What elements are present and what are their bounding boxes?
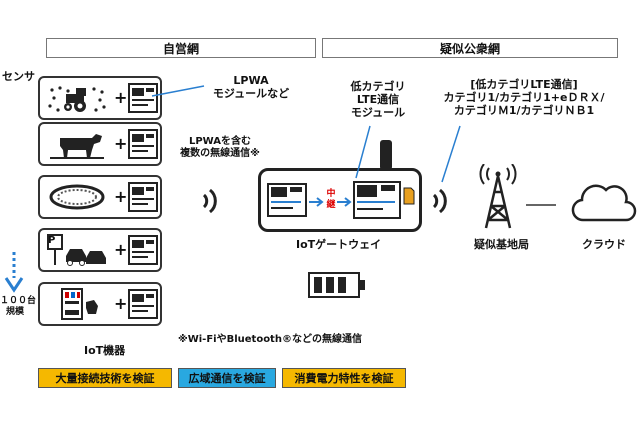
- device-box-cow: +: [38, 122, 162, 166]
- badge-wide-area-label: 広域通信を検証: [188, 372, 266, 385]
- scale-label: １００台 規模: [0, 296, 36, 318]
- lpwa-multi-label: LPWAを含む 複数の無線通信※: [180, 136, 260, 159]
- wireless-signal-icon: [202, 188, 217, 214]
- scale-text: １００台 規模: [0, 296, 37, 317]
- iot-gateway: 中継: [258, 168, 422, 232]
- private-network-header: 自営網: [46, 38, 316, 58]
- module-board-icon: [128, 83, 158, 113]
- wireless-signal-icon: [432, 188, 447, 214]
- gateway-antenna-icon: [380, 140, 392, 170]
- parking-icon: [47, 234, 106, 266]
- device-box-manhole: +: [38, 175, 162, 219]
- connector-line: [526, 204, 556, 206]
- badge-mass-connection-label: 大量接続技術を検証: [55, 372, 155, 385]
- footnote: ※Wi-FiやBluetooth®などの無線通信: [178, 334, 362, 345]
- sim-card-icon: [403, 187, 415, 205]
- module-board-icon: [128, 182, 158, 212]
- base-station-tower-icon: [479, 164, 517, 229]
- iot-devices-label: IoT機器: [84, 344, 126, 357]
- pseudo-public-network-header: 疑似公衆網: [322, 38, 618, 58]
- pseudo-public-network-label: 疑似公衆網: [439, 41, 500, 56]
- module-board-icon: [128, 129, 158, 159]
- lte-categories-label: [低カテゴリLTE通信] カテゴリ1/カテゴリ1+eＤＲＸ/ カテゴリＭ1/カテ…: [443, 78, 605, 118]
- badge-power: 消費電力特性を検証: [282, 368, 406, 388]
- lpwa-pointer-line: [151, 85, 205, 97]
- categories-pointer-line: [441, 125, 461, 183]
- badge-wide-area: 広域通信を検証: [178, 368, 276, 388]
- cloud-icon: [571, 184, 637, 222]
- module-board-icon: [128, 289, 158, 319]
- lpwa-module-label: LPWA モジュールなど: [212, 74, 290, 101]
- sensor-label: センサ: [2, 70, 35, 83]
- manhole-icon: [49, 184, 105, 210]
- badge-mass-connection: 大量接続技術を検証: [38, 368, 172, 388]
- plus-sign: +: [114, 88, 128, 107]
- vending-machine-icon: [61, 288, 98, 320]
- plus-sign: +: [114, 294, 128, 313]
- relay-arrow-icon: [309, 197, 324, 207]
- gateway-lte-board-icon: [353, 181, 401, 219]
- parking-p-label: P: [48, 235, 56, 246]
- lte-pointer-line: [355, 125, 371, 179]
- scale-down-arrow-icon: [4, 252, 24, 293]
- module-board-icon: [128, 235, 158, 265]
- relay-arrow-icon: [337, 197, 352, 207]
- private-network-label: 自営網: [162, 41, 199, 56]
- badge-power-label: 消費電力特性を検証: [294, 372, 394, 385]
- relay-label: 中継: [326, 189, 336, 210]
- device-box-tractor: +: [38, 76, 162, 120]
- device-box-parking: P +: [38, 228, 162, 272]
- plus-sign: +: [114, 240, 128, 259]
- gateway-label: IoTゲートウェイ: [296, 238, 382, 251]
- cloud-label: クラウド: [582, 238, 626, 251]
- plus-sign: +: [114, 134, 128, 153]
- low-cat-module-label: 低カテゴリ LTE通信 モジュール: [350, 80, 406, 120]
- tractor-icon: [48, 86, 106, 112]
- battery-icon: [308, 272, 365, 298]
- plus-sign: +: [114, 187, 128, 206]
- base-station-label: 疑似基地局: [474, 238, 529, 251]
- cow-icon: [50, 134, 104, 159]
- device-box-vending: +: [38, 282, 162, 326]
- gateway-lpwa-board-icon: [267, 183, 307, 217]
